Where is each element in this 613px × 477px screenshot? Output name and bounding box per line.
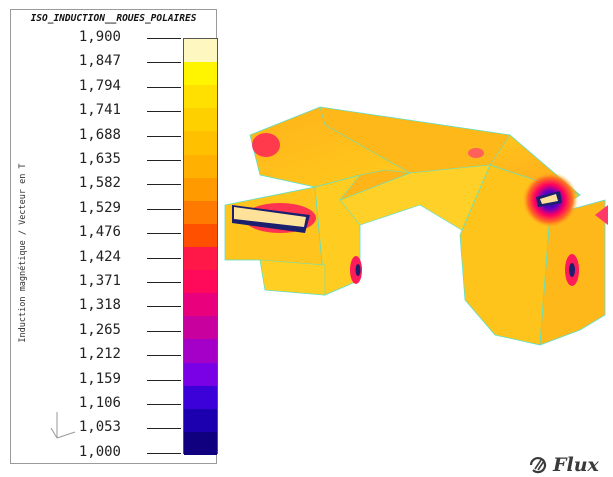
legend-title: ISO_INDUCTION__ROUES_POLAIRES	[30, 13, 197, 24]
legend-tick-line	[147, 135, 181, 137]
legend-tick-line	[147, 233, 181, 235]
colorbar-band	[184, 362, 217, 387]
model-left-block	[224, 174, 362, 296]
colorbar-band	[184, 85, 217, 109]
colorbar	[183, 38, 218, 456]
colorbar-band	[184, 385, 217, 410]
model-right-block	[459, 164, 608, 346]
colorbar-band	[184, 154, 217, 179]
colorbar-band	[184, 223, 217, 248]
legend-tick-label: 1,212	[78, 346, 121, 363]
legend-tick-line	[147, 184, 181, 186]
legend-tick-label: 1,476	[78, 224, 121, 241]
legend-tick-label: 1,265	[78, 321, 121, 338]
axis-triad-icon	[50, 412, 76, 439]
legend-tick-label: 1,582	[78, 175, 121, 192]
3d-viewport[interactable]	[220, 95, 610, 355]
colorbar-band	[184, 177, 217, 202]
colorbar-band	[184, 431, 217, 456]
legend-tick-label: 1,794	[78, 77, 121, 94]
colorbar-band	[184, 200, 217, 225]
legend-tick-line	[147, 428, 181, 430]
legend-tick-label: 1,635	[78, 151, 121, 167]
colorbar-band	[184, 131, 217, 156]
legend-tick-label: 1,318	[78, 297, 121, 314]
legend-tick-label: 1,053	[78, 419, 121, 436]
legend-tick-label: 1,529	[78, 199, 121, 216]
legend-tick-label: 1,106	[78, 395, 121, 411]
legend-tick-line	[147, 62, 181, 64]
legend-tick-label: 1,159	[78, 370, 121, 387]
flux-logo-icon	[529, 457, 547, 474]
legend-tick-line	[147, 257, 181, 259]
legend-tick-line	[147, 330, 181, 332]
legend-tick-label: 1,847	[78, 53, 121, 70]
legend-tick-label: 1,741	[78, 102, 121, 119]
legend-tick-line	[147, 111, 181, 113]
legend-tick-line	[147, 379, 181, 381]
colorbar-band	[184, 39, 217, 63]
legend-tick-line	[147, 38, 181, 39]
hotspot-marker	[252, 133, 280, 157]
colorbar-band	[184, 316, 217, 340]
legend-tick-label: 1,424	[78, 248, 121, 265]
legend-tick-line	[147, 404, 181, 405]
colorbar-band	[184, 293, 217, 317]
legend-tick-label: 1,000	[78, 443, 121, 460]
color-legend-panel: ISO_INDUCTION__ROUES_POLAIRES Induction …	[10, 9, 218, 464]
legend-tick-line	[147, 208, 181, 210]
colorbar-band	[184, 62, 217, 86]
colorbar-band	[184, 408, 217, 433]
legend-tick-label: 1,688	[78, 126, 121, 143]
legend-tick-line	[147, 160, 181, 161]
legend-tick-line	[147, 86, 181, 88]
hotspot-marker	[468, 148, 484, 158]
legend-tick-label: 1,900	[78, 29, 121, 45]
flux-logo: Flux	[527, 454, 599, 476]
colorbar-band	[184, 339, 217, 364]
legend-tick-line	[147, 306, 181, 308]
legend-tick-line	[147, 282, 181, 283]
legend-tick-line	[147, 452, 181, 454]
colorbar-band	[184, 270, 217, 294]
colorbar-band	[184, 108, 217, 132]
colorbar-band	[184, 247, 217, 271]
flux-logo-text: Flux	[553, 454, 599, 476]
legend-quantity-label: Induction magnétique / Vecteur en T	[18, 163, 28, 343]
legend-tick-line	[147, 355, 181, 357]
legend-tick-label: 1,371	[78, 273, 121, 289]
